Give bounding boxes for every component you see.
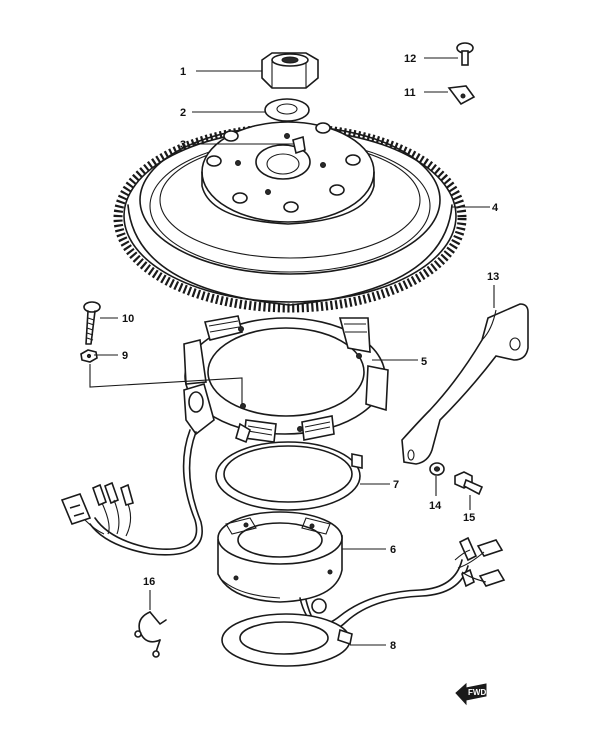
flywheel-part[interactable]: [113, 121, 467, 313]
stator-wire-harness: [60, 429, 203, 556]
callout-labels: 1 2 3 4 5 6 7 8 9 10 11 12 13 14 15 16: [122, 53, 499, 652]
callout-6: 6: [390, 544, 396, 556]
plate-8-part[interactable]: [221, 613, 353, 667]
leader-lines: [89, 57, 495, 646]
callout-2: 2: [180, 107, 186, 119]
flywheel-key-part[interactable]: [292, 135, 306, 155]
fwd-arrow-icon: FWD: [455, 682, 487, 706]
clip-16-part[interactable]: [134, 611, 167, 658]
fwd-label: FWD: [468, 688, 486, 697]
ring-7-part[interactable]: [215, 422, 363, 511]
bolt-15-part[interactable]: [454, 471, 484, 496]
bracket-13-part[interactable]: [401, 303, 529, 465]
callout-12: 12: [404, 53, 416, 65]
flywheel-bolt-bosses: [206, 122, 361, 213]
callout-8: 8: [390, 640, 396, 652]
callout-13: 13: [487, 271, 499, 283]
callout-7: 7: [393, 479, 399, 491]
callout-15: 15: [463, 512, 475, 524]
bolt-10-part[interactable]: [83, 301, 101, 345]
callout-11: 11: [404, 87, 416, 99]
callout-16: 16: [143, 576, 155, 588]
stator-part[interactable]: [183, 315, 389, 443]
callout-14: 14: [429, 500, 442, 512]
flywheel-washer-part[interactable]: [264, 98, 310, 122]
washer-14-part[interactable]: [429, 462, 445, 476]
screw-12-part[interactable]: [456, 42, 474, 66]
callout-10: 10: [122, 313, 134, 325]
callout-9: 9: [122, 350, 128, 362]
base-wire-harness: [299, 536, 506, 632]
callout-1: 1: [180, 66, 186, 78]
ignition-base-6-part[interactable]: [217, 511, 343, 603]
callout-3: 3: [180, 139, 186, 151]
callout-4: 4: [492, 202, 499, 214]
flywheel-nut-part[interactable]: [261, 52, 319, 89]
callout-5: 5: [421, 356, 427, 368]
clip-11-part[interactable]: [447, 85, 476, 106]
nut-9-part[interactable]: [80, 349, 98, 363]
